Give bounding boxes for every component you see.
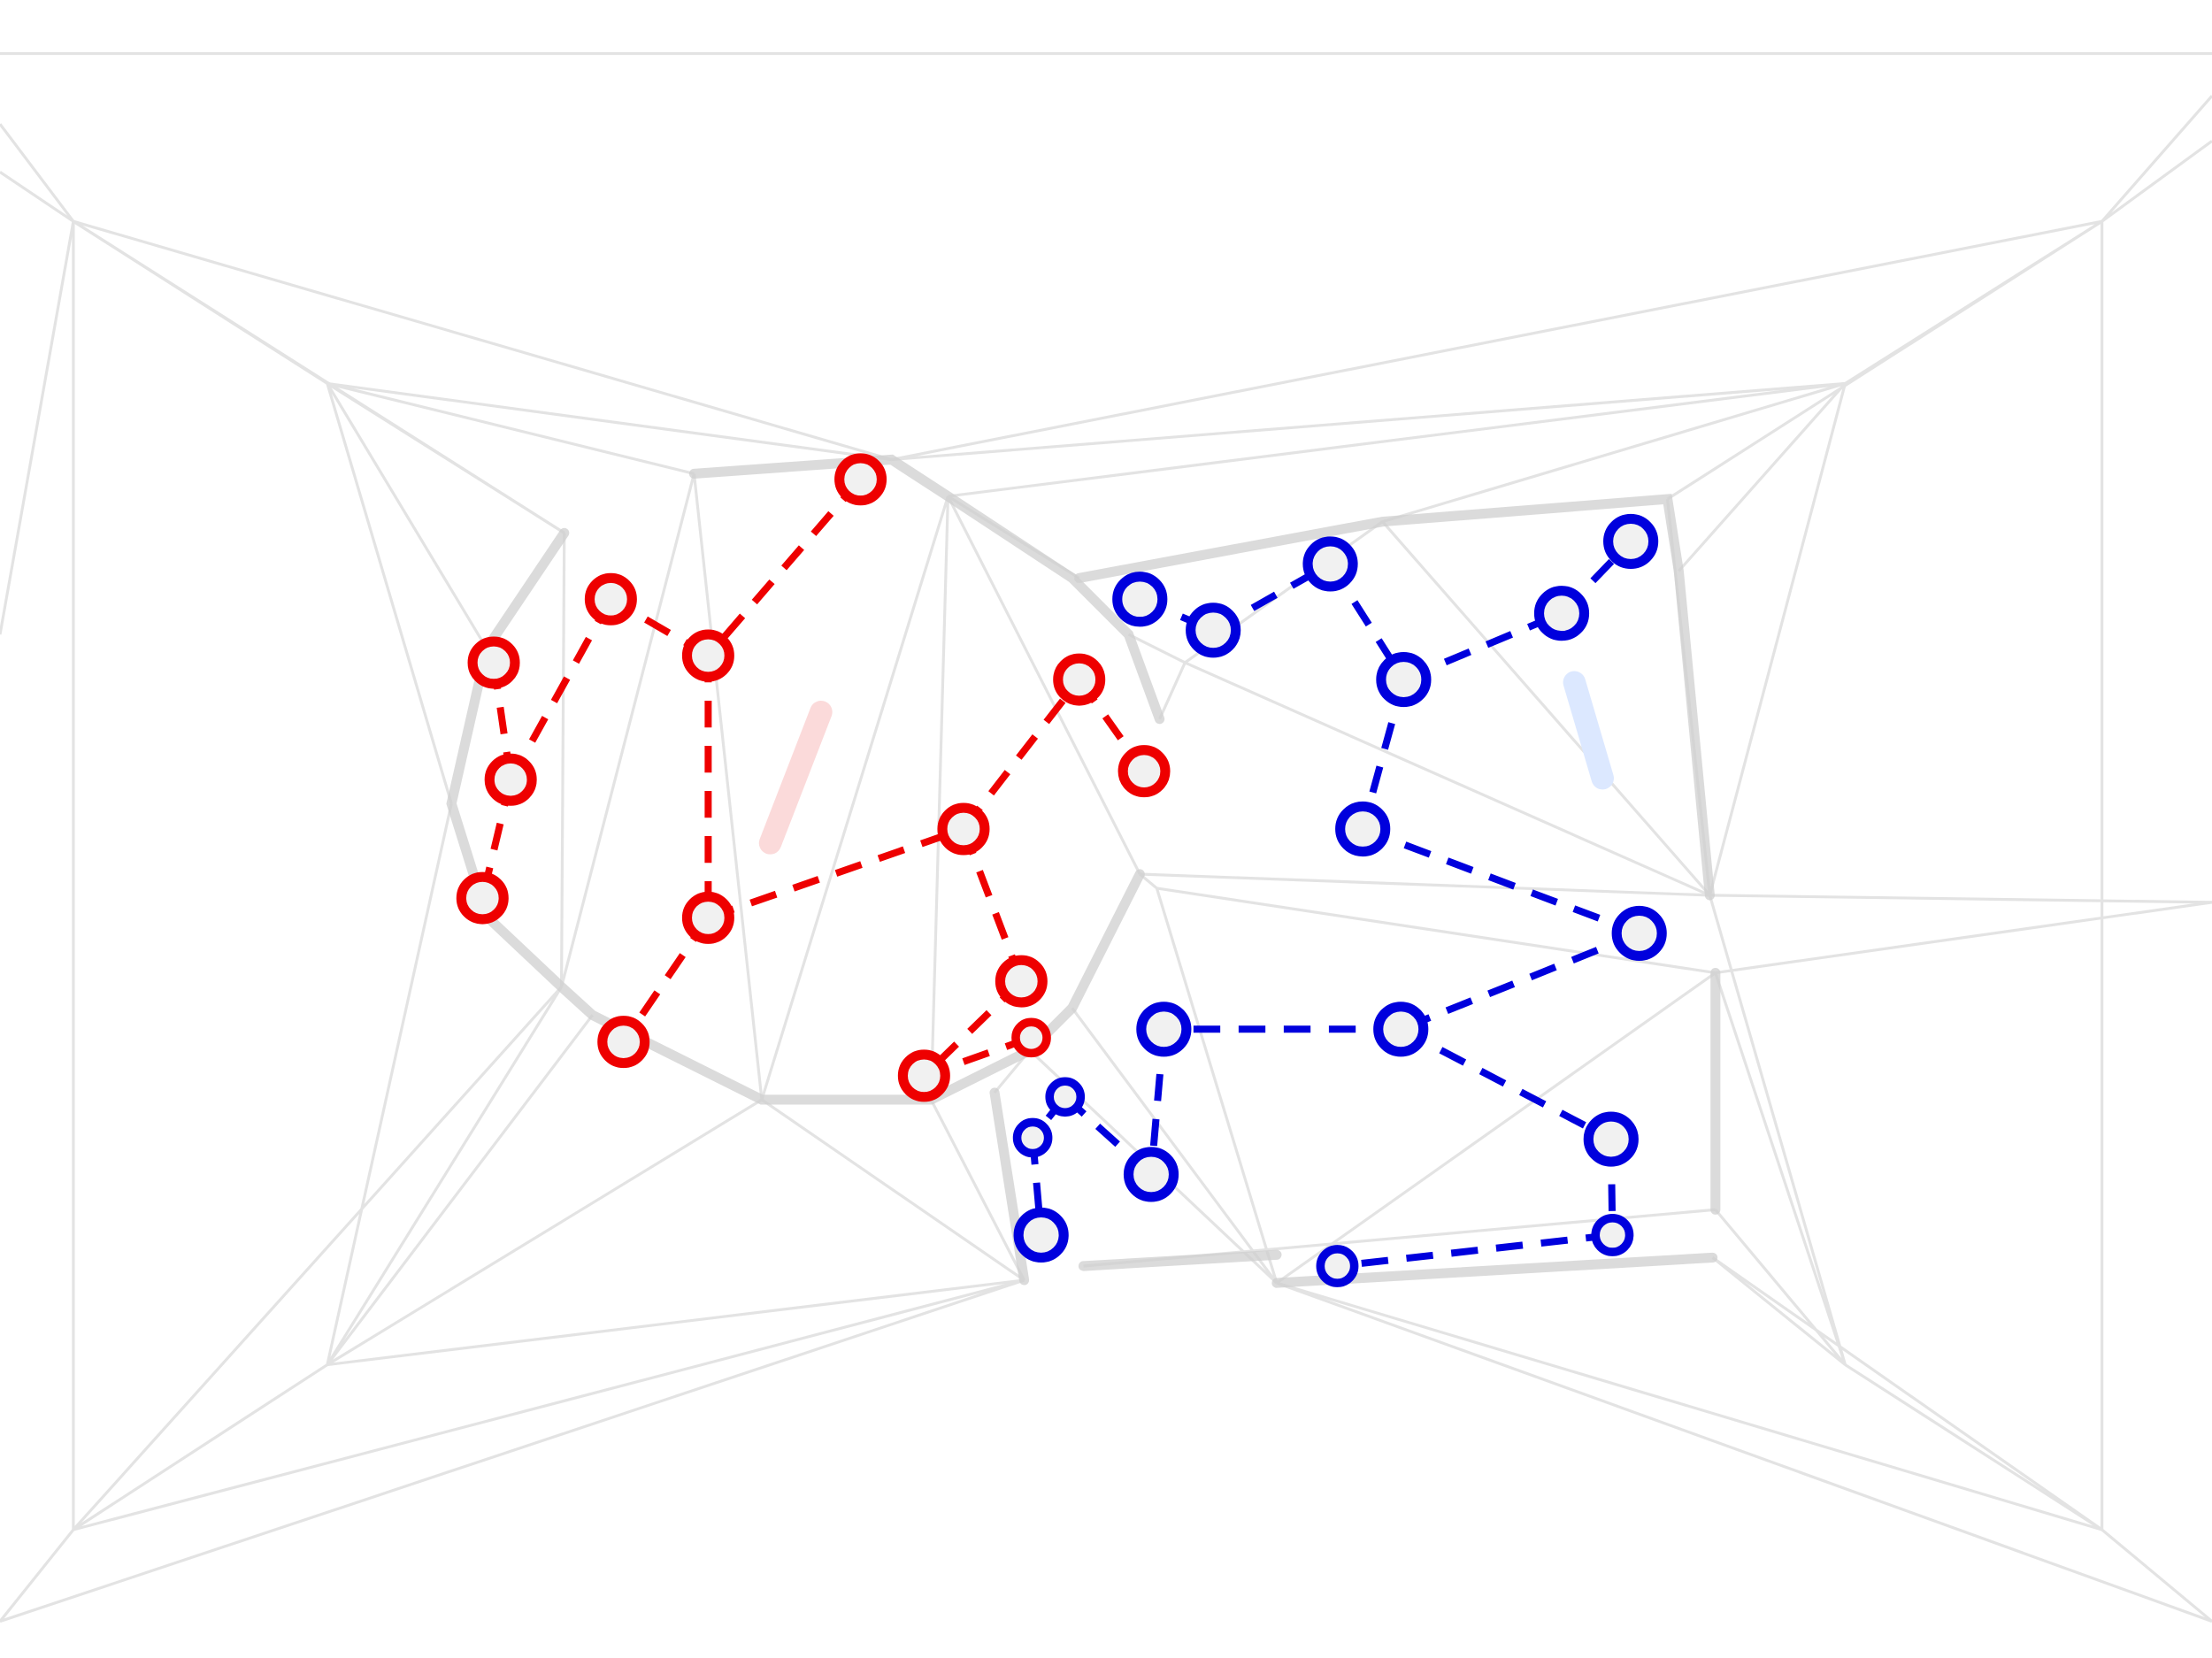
blue-graph-node-3 (1376, 652, 1432, 708)
blue-graph-edge-11 (1337, 1231, 1613, 1270)
red-graph-node-0 (834, 453, 887, 506)
blue-graph-node-6 (1335, 801, 1391, 857)
blue-graph-node-11 (1591, 1214, 1634, 1256)
red-graph-node-12 (1011, 1017, 1051, 1058)
red-graph-node-13 (897, 1049, 950, 1102)
triangulation-mesh (0, 51, 2212, 1623)
red-graph-edge-7 (707, 825, 965, 922)
blue-graph-node-5 (1603, 513, 1659, 569)
blue-graph-node-2 (1302, 536, 1358, 592)
blue-graph-node-15 (1045, 1077, 1086, 1117)
smudge-marks (758, 671, 1614, 855)
blue-graph-node-12 (1316, 1245, 1359, 1287)
red-graph-node-8 (937, 802, 990, 856)
red-graph-node-7 (597, 1016, 650, 1069)
red-graph-node-6 (681, 891, 734, 944)
blue-graph-edge-6 (1361, 825, 1641, 937)
red-graph-node-3 (467, 636, 520, 689)
blue-graph-edge-7 (1399, 930, 1641, 1032)
blue-graph-node-10 (1583, 1111, 1639, 1167)
red-graph-edge-10 (960, 827, 1025, 983)
red-graph-node-5 (456, 871, 509, 925)
red-graph-node-4 (484, 753, 537, 806)
red-graph-node-1 (681, 629, 734, 682)
blue-graph-nodes (1012, 513, 1667, 1287)
blue-graph-node-13 (1123, 1147, 1179, 1202)
red-graph-node-11 (995, 955, 1048, 1008)
red-graph-node-10 (1118, 745, 1171, 798)
red-graph-edge-8 (960, 677, 1082, 832)
red-graph-edge-2 (507, 597, 614, 782)
red-graph-edge-0 (705, 477, 864, 658)
blue-graph-edge-9 (1399, 1025, 1613, 1143)
blue-graph-node-9 (1136, 1002, 1192, 1057)
blue-graph-node-0 (1112, 572, 1168, 627)
red-graph-node-2 (584, 572, 637, 626)
blue-graph-node-4 (1533, 586, 1590, 641)
obstacle-walls (446, 454, 1721, 1288)
red-graph-nodes (456, 453, 1171, 1102)
blue-graph-node-16 (1012, 1117, 1053, 1158)
blue-graph-edge-3 (1402, 610, 1563, 683)
blue-graph-node-14 (1013, 1207, 1069, 1263)
blue-graph-node-1 (1186, 603, 1241, 658)
red-graph-node-9 (1053, 653, 1106, 706)
blue-graph-node-8 (1373, 1002, 1429, 1057)
blue-graph-node-7 (1611, 905, 1667, 961)
